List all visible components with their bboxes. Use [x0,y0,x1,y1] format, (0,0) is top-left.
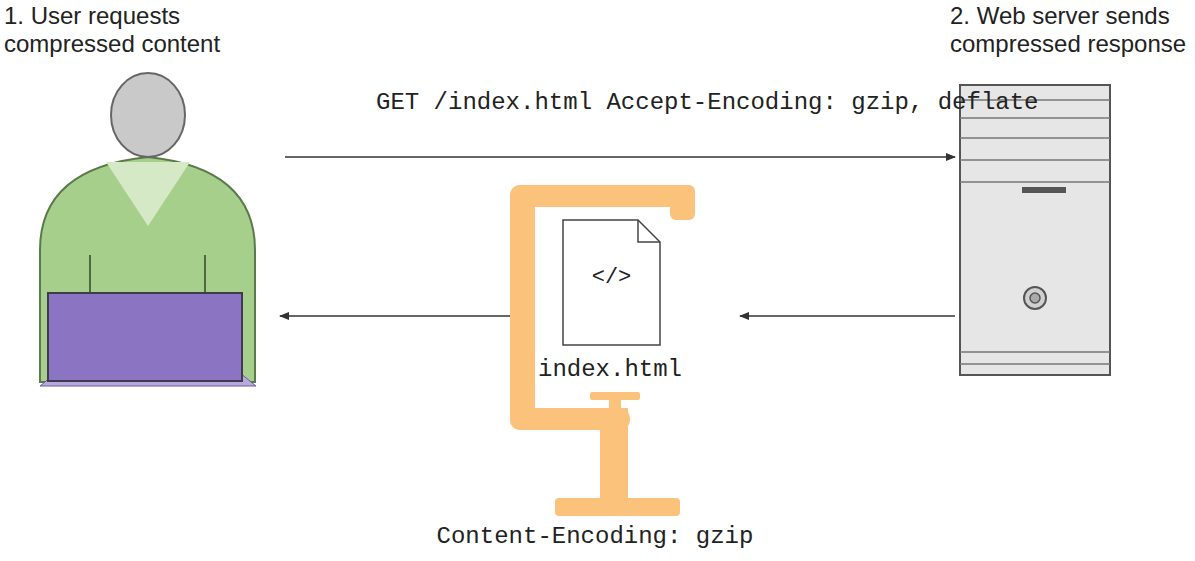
code-symbol: </> [563,263,660,293]
user-figure [40,73,256,386]
step-heading: 1. User requests compressed content [4,2,244,58]
arrow-connector [740,315,955,317]
arrow-connector [280,315,510,317]
arrow-connector [285,156,955,158]
request-headers: GET /index.html Accept-Encoding: gzip, d… [376,88,821,118]
file-name: index.html [530,355,690,385]
encoding-header: Content-Encoding: gzip [415,522,775,552]
page-fold [638,220,660,242]
clamp [510,185,695,516]
server-node: 2. Web server sends compressed response [950,0,1191,380]
page-shape [563,220,660,345]
user-node: 1. User requests compressed content [0,0,260,390]
step-heading: 2. Web server sends compressed response [950,2,1191,58]
server-tower [960,85,1110,375]
document-node: </> index.html [530,215,690,389]
